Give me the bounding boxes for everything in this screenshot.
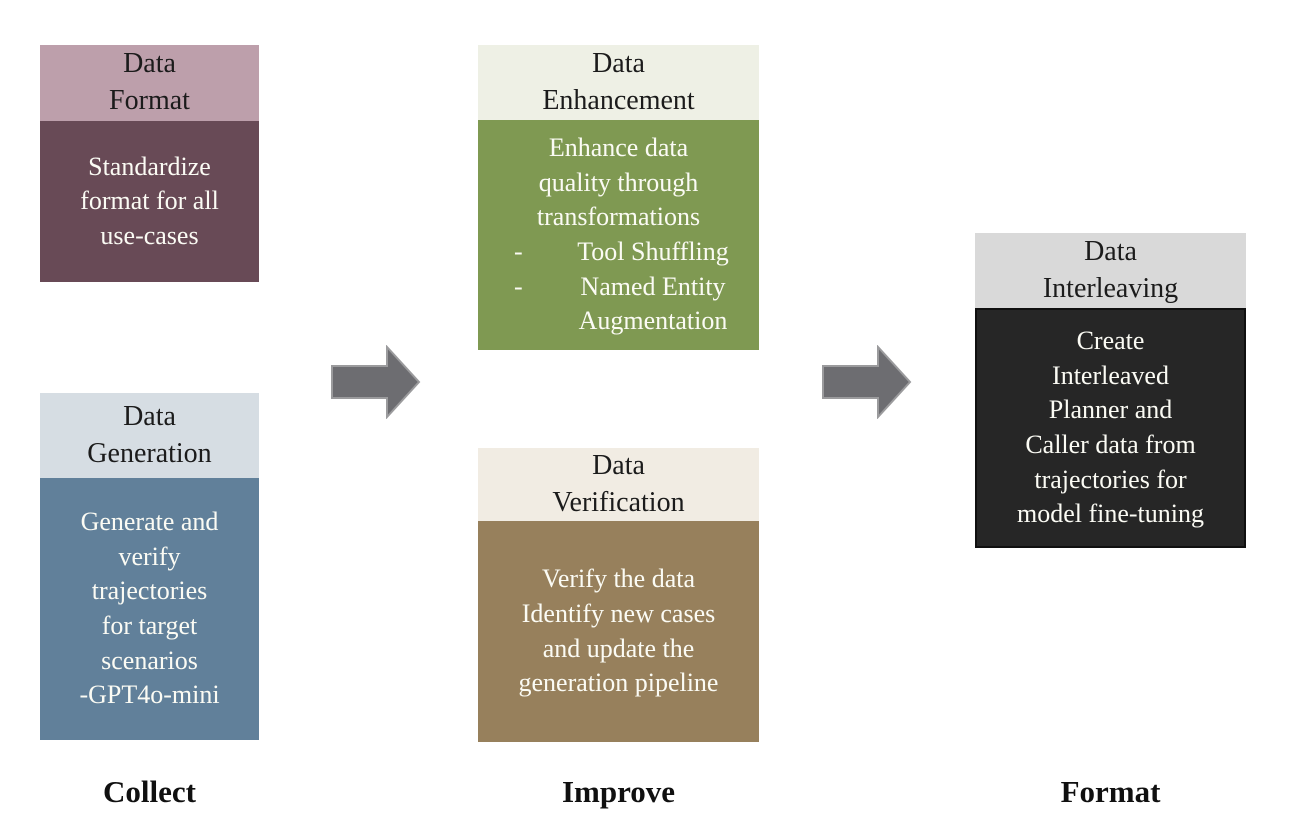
flow-arrow-collect-to-improve — [331, 344, 421, 420]
bullet-dash: - — [514, 237, 523, 266]
box-data-interleaving: Data Interleaving Create Interleaved Pla… — [975, 233, 1246, 548]
stage-label-format: Format — [1060, 774, 1161, 809]
right-arrow-icon — [822, 344, 912, 420]
box-data-interleaving-body-text: Create Interleaved Planner and Caller da… — [1016, 326, 1204, 529]
box-data-format-header: Data Format — [40, 45, 259, 121]
stage-label-collect: Collect — [103, 774, 196, 809]
box-data-generation-body-text: Generate and verify trajectories for tar… — [79, 507, 220, 710]
enhancement-bullet-list: - Tool Shuffling - Named Entity Augmenta… — [486, 235, 751, 339]
box-data-enhancement-body-text: Enhance data quality through transformat… — [536, 133, 701, 232]
box-data-format-body: Standardize format for all use-cases — [40, 121, 259, 282]
box-data-generation-body: Generate and verify trajectories for tar… — [40, 478, 259, 740]
box-data-verification-header: Data Verification — [478, 448, 759, 521]
bullet-tool-shuffling: - Tool Shuffling — [514, 235, 743, 270]
box-data-verification: Data Verification Verify the data Identi… — [478, 448, 759, 742]
box-data-enhancement: Data Enhancement Enhance data quality th… — [478, 45, 759, 350]
flow-arrow-improve-to-format — [822, 344, 912, 420]
box-data-enhancement-body: Enhance data quality through transformat… — [478, 120, 759, 350]
box-data-interleaving-header: Data Interleaving — [975, 233, 1246, 308]
bullet-text: Tool Shuffling — [577, 237, 729, 266]
box-data-verification-body: Verify the data Identify new cases and u… — [478, 521, 759, 742]
stage-label-improve: Improve — [561, 774, 676, 809]
box-data-generation: Data Generation Generate and verify traj… — [40, 393, 259, 740]
right-arrow-icon — [331, 344, 421, 420]
bullet-text: Named Entity Augmentation — [578, 271, 728, 336]
box-data-generation-header: Data Generation — [40, 393, 259, 478]
bullet-dash: - — [514, 271, 523, 301]
box-data-format: Data Format Standardize format for all u… — [40, 45, 259, 282]
box-data-verification-body-text: Verify the data Identify new cases and u… — [518, 564, 719, 698]
box-data-format-body-text: Standardize format for all use-cases — [80, 151, 219, 250]
box-data-enhancement-header: Data Enhancement — [478, 45, 759, 120]
box-data-interleaving-body: Create Interleaved Planner and Caller da… — [975, 308, 1246, 548]
bullet-named-entity-augmentation: - Named Entity Augmentation — [514, 270, 743, 339]
